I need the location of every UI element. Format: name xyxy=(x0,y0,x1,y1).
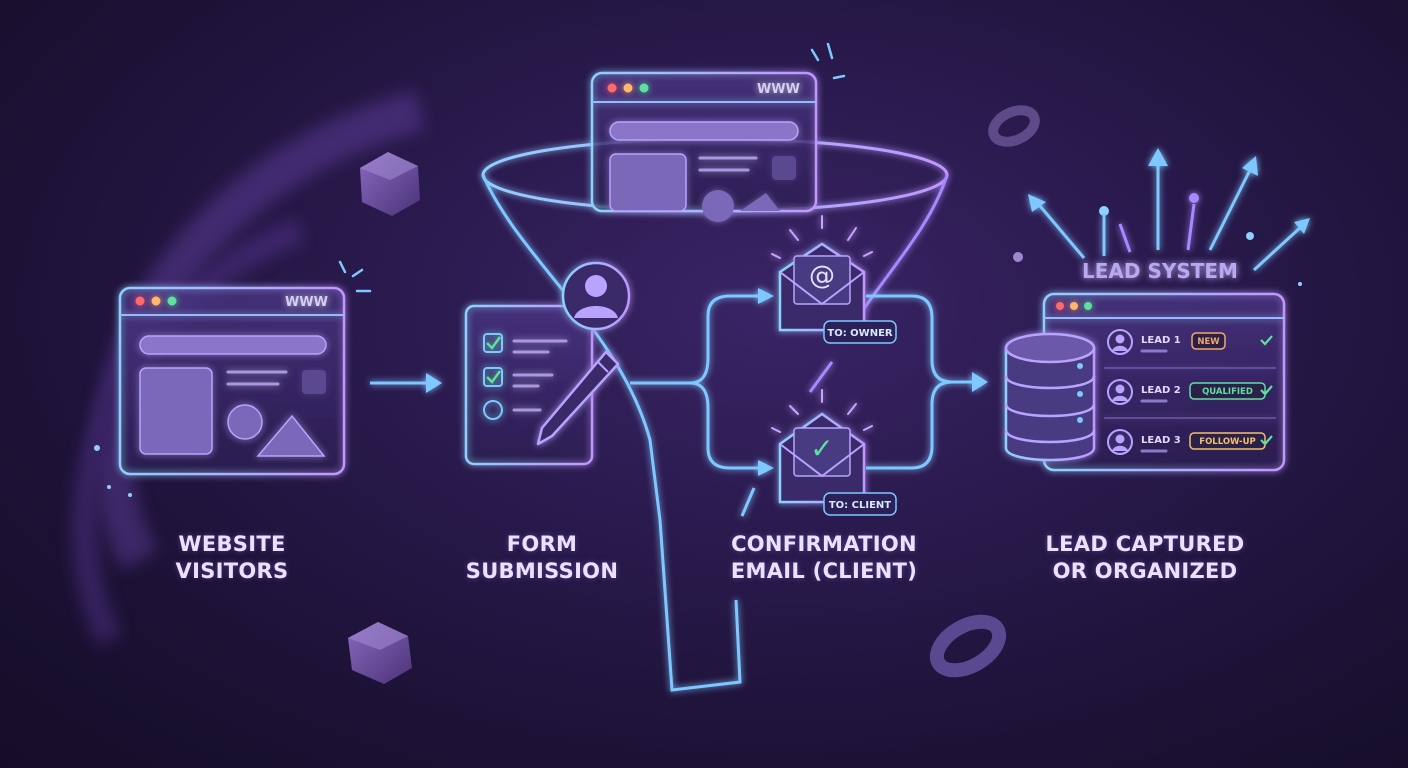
pencil-icon xyxy=(536,350,620,446)
lead-row: LEAD 3 FOLLOW-UP xyxy=(1107,429,1273,455)
arrow-head xyxy=(758,460,774,476)
lead-avatar-icon xyxy=(1107,379,1133,405)
sparkle-lines xyxy=(338,42,846,293)
radio-empty-icon xyxy=(483,400,503,420)
lead-status-badge: FOLLOW-UP xyxy=(1189,432,1266,450)
client-email-envelope: ✓ xyxy=(771,389,873,504)
funnel-browser-url-text: WWW xyxy=(757,82,800,97)
lead-name: LEAD 1 xyxy=(1141,335,1181,346)
email-at-symbol: @ xyxy=(809,261,835,291)
close-dot-icon xyxy=(135,296,145,306)
arrow-head xyxy=(972,372,988,392)
ring-decoration xyxy=(929,105,1040,678)
checkbox-checked-icon xyxy=(483,333,503,353)
checkbox-checked-icon xyxy=(483,367,503,387)
form-document xyxy=(464,304,594,466)
sparkle-dots xyxy=(94,206,1302,497)
browser-url-text: WWW xyxy=(285,295,328,310)
lead-status-badge: QUALIFIED xyxy=(1189,382,1266,400)
check-icon xyxy=(1260,385,1273,396)
check-icon xyxy=(1260,435,1273,446)
client-email-tag: TO: CLIENT xyxy=(823,492,897,516)
lead-avatar-icon xyxy=(1107,329,1133,355)
svg-text:NEW: NEW xyxy=(1197,337,1220,347)
website-browser-window: WWW xyxy=(118,286,346,476)
lead-row: LEAD 2 QUALIFIED xyxy=(1107,379,1273,405)
cube-decoration xyxy=(360,152,420,216)
lead-avatar-icon xyxy=(1107,429,1133,455)
svg-text:QUALIFIED: QUALIFIED xyxy=(1202,387,1253,397)
arrow-head xyxy=(758,288,774,304)
lead-status-badge: NEW xyxy=(1191,332,1226,350)
database-icon xyxy=(1004,332,1096,462)
lead-system-title: LEAD SYSTEM xyxy=(1082,259,1238,283)
minimize-dot-icon xyxy=(151,296,161,306)
funnel-browser-window: WWW xyxy=(590,71,818,222)
user-avatar-icon xyxy=(561,261,631,331)
check-icon xyxy=(1260,335,1273,346)
owner-email-envelope: @ xyxy=(771,215,873,332)
lead-row: LEAD 1 NEW xyxy=(1107,329,1273,355)
lead-name: LEAD 3 xyxy=(1141,435,1181,446)
merge-connector xyxy=(866,294,976,470)
svg-text:TO: OWNER: TO: OWNER xyxy=(827,328,893,339)
maximize-dot-icon xyxy=(167,296,177,306)
owner-email-tag: TO: OWNER xyxy=(823,320,897,344)
lead-rows: LEAD 1 NEW LEAD 2 QUALIFIED LEAD 3 FOLLOW-UP xyxy=(1107,329,1273,455)
burst-rays xyxy=(771,389,873,433)
email-check-symbol: ✓ xyxy=(810,432,833,465)
arrow-right-icon xyxy=(370,373,442,393)
svg-text:FOLLOW-UP: FOLLOW-UP xyxy=(1199,437,1255,447)
lead-name: LEAD 2 xyxy=(1141,385,1181,396)
svg-text:TO: CLIENT: TO: CLIENT xyxy=(829,500,891,511)
branch-connector xyxy=(630,294,834,517)
cube-decoration xyxy=(348,622,412,684)
burst-rays xyxy=(771,215,873,259)
upward-arrows xyxy=(1028,148,1310,272)
